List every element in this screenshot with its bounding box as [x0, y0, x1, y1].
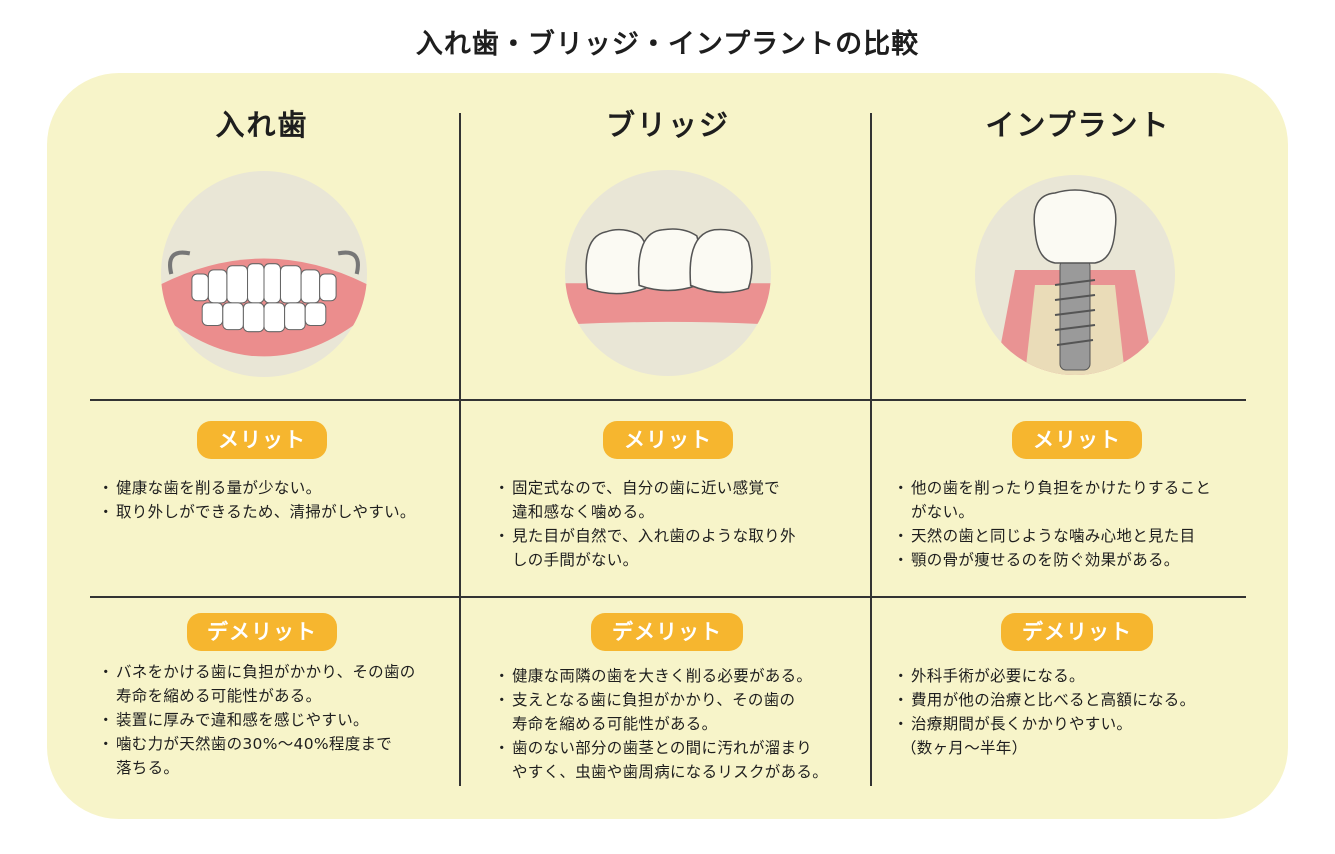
column-divider	[870, 113, 872, 786]
demerit-badge: デメリット	[187, 613, 337, 651]
demerit-list: 外科手術が必要になる。 費用が他の治療と比べると高額になる。 治療期間が長くかか…	[893, 664, 1195, 760]
list-item: 健康な歯を削る量が少ない。	[98, 476, 416, 500]
demerit-badge: デメリット	[1001, 613, 1153, 651]
list-item: 健康な両隣の歯を大きく削る必要がある。	[494, 664, 828, 688]
row-divider	[90, 399, 1246, 401]
demerit-note: （数ヶ月～半年）	[901, 739, 1028, 757]
implant-illustration	[975, 175, 1175, 375]
list-item: 費用が他の治療と比べると高額になる。	[893, 688, 1195, 712]
page-title: 入れ歯・ブリッジ・インプラントの比較	[415, 29, 920, 60]
list-item: 取り外しができるため、清掃がしやすい。	[98, 500, 416, 524]
list-item: 顎の骨が痩せるのを防ぐ効果がある。	[893, 548, 1211, 572]
list-item: 装置に厚みで違和感を感じやすい。	[98, 708, 416, 732]
list-item: 外科手術が必要になる。	[893, 664, 1195, 688]
column-title: インプラント	[985, 108, 1171, 142]
list-item: 天然の歯と同じような噛み心地と見た目	[893, 524, 1211, 548]
bridge-illustration	[565, 170, 771, 376]
list-item: 治療期間が長くかかりやすい。	[893, 712, 1195, 736]
merit-badge: メリット	[197, 421, 327, 459]
merit-list: 健康な歯を削る量が少ない。 取り外しができるため、清掃がしやすい。	[98, 476, 416, 524]
demerit-badge: デメリット	[591, 613, 743, 651]
denture-illustration	[161, 171, 367, 377]
column-title: 入れ歯	[215, 108, 309, 142]
column-divider	[459, 113, 461, 786]
demerit-list: 健康な両隣の歯を大きく削る必要がある。 支えとなる歯に負担がかかり、その歯の寿命…	[494, 664, 828, 784]
column-title: ブリッジ	[605, 108, 730, 142]
column-denture: 入れ歯 メリット 健康な歯を削る量が少ない。 取り外しができるため、清掃がしやす…	[57, 0, 467, 854]
row-divider	[90, 596, 1246, 598]
merit-badge: メリット	[1012, 421, 1142, 459]
merit-badge: メリット	[603, 421, 733, 459]
